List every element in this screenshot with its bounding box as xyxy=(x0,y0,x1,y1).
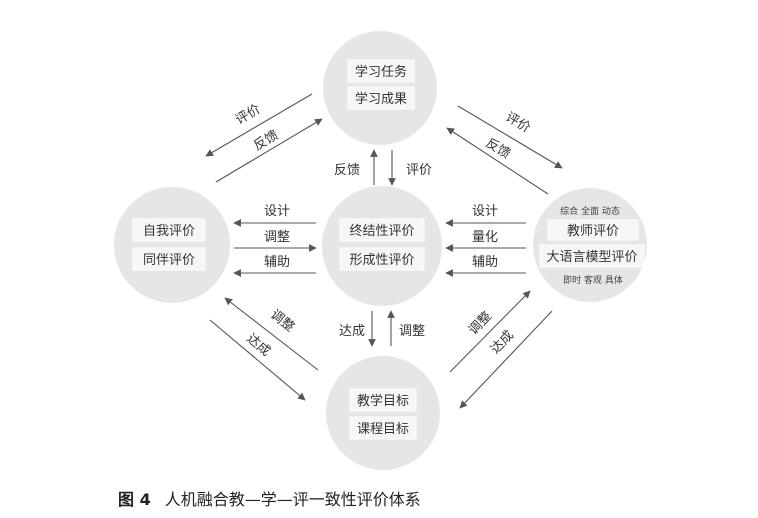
label-bottom-left-upper: 调整 xyxy=(267,307,297,335)
top-label-2: 学习成果 xyxy=(355,91,407,107)
arrow-bottom-right-lower xyxy=(459,310,553,409)
label-top-center-left: 反馈 xyxy=(334,163,360,178)
bottom-node-circle xyxy=(326,356,440,470)
center-label-2: 形成性评价 xyxy=(349,253,414,268)
top-box-1 xyxy=(347,59,415,83)
label-top-right-upper: 评价 xyxy=(503,110,533,136)
label-left-center-1: 设计 xyxy=(264,204,290,219)
arrow-top-right-lower xyxy=(446,127,549,195)
left-node-circle xyxy=(114,187,230,303)
label-right-center-1: 设计 xyxy=(472,204,498,219)
center-box-1 xyxy=(339,218,425,242)
arrow-top-right-upper xyxy=(457,105,563,169)
label-top-right-lower: 反馈 xyxy=(483,136,513,162)
label-right-center-3: 辅助 xyxy=(472,255,498,270)
arrow-bottom-right-upper xyxy=(449,290,531,373)
left-box-2 xyxy=(132,247,206,271)
right-label-1: 教师评价 xyxy=(567,223,619,239)
right-label-2: 大语言模型评价 xyxy=(546,250,637,265)
right-bottom-note: 即时 客观 具体 xyxy=(563,274,623,286)
arrow-top-left-lower xyxy=(215,118,323,183)
left-box-1 xyxy=(132,218,206,242)
arrow-bottom-left-upper xyxy=(224,297,319,371)
right-box-1 xyxy=(547,219,639,241)
label-top-center-right: 评价 xyxy=(406,163,432,178)
figure-title: 人机融合教—学—评一致性评价体系 xyxy=(164,490,421,509)
right-box-2 xyxy=(539,244,645,268)
top-box-2 xyxy=(347,86,415,110)
bottom-label-2: 课程目标 xyxy=(357,422,409,437)
bottom-box-2 xyxy=(349,416,417,440)
label-bottom-left-lower: 达成 xyxy=(243,331,273,359)
label-top-left-lower: 反馈 xyxy=(251,128,281,154)
center-label-1: 终结性评价 xyxy=(349,223,414,239)
top-label-1: 学习任务 xyxy=(355,64,407,80)
center-box-2 xyxy=(339,247,425,271)
center-node-circle xyxy=(322,186,442,306)
label-bottom-center-right: 调整 xyxy=(399,324,425,339)
label-left-center-3: 辅助 xyxy=(264,255,290,270)
label-right-center-2: 量化 xyxy=(472,230,498,245)
right-top-note: 综合 全面 动态 xyxy=(560,205,620,217)
bottom-box-1 xyxy=(349,388,417,412)
label-top-left-upper: 评价 xyxy=(233,102,263,128)
bottom-label-1: 教学目标 xyxy=(357,393,409,409)
label-left-center-2: 调整 xyxy=(264,230,290,245)
label-bottom-center-left: 达成 xyxy=(339,324,365,339)
arrow-top-left-upper xyxy=(205,93,313,157)
left-label-2: 同伴评价 xyxy=(143,253,195,268)
left-label-1: 自我评价 xyxy=(143,224,195,239)
figure-label: 图 4 xyxy=(118,490,151,509)
label-bottom-right-upper: 调整 xyxy=(466,309,495,338)
figure-caption: 图 4 人机融合教—学—评一致性评价体系 xyxy=(118,486,421,510)
arrow-bottom-left-lower xyxy=(209,319,306,401)
